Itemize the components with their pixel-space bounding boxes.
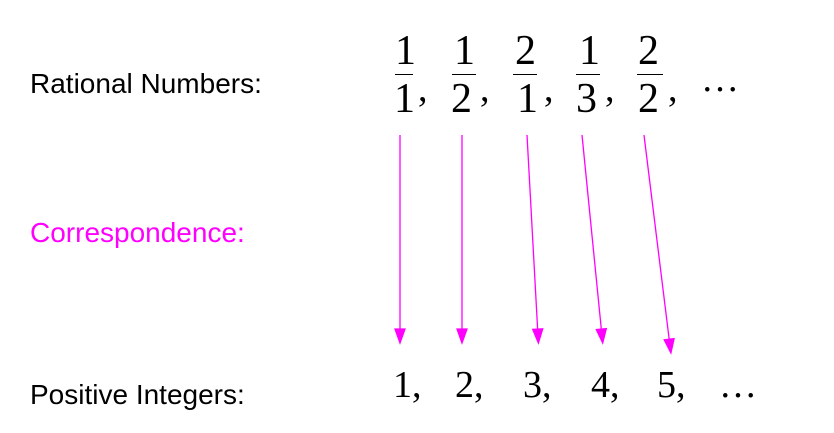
fraction-comma: , [418, 68, 428, 110]
fraction-numerator: 2 [638, 28, 659, 74]
integer-value: 4, [591, 364, 620, 406]
fraction-comma: , [668, 68, 678, 110]
integer-value: 2, [455, 364, 484, 406]
fraction-ellipsis: … [701, 58, 739, 100]
fraction-comma: , [544, 68, 554, 110]
correspondence-label: Correspondence: [30, 217, 245, 248]
fraction-comma: , [480, 68, 490, 110]
arrow [581, 134, 608, 345]
fraction-denominator: 1 [394, 76, 415, 122]
arrow [643, 134, 675, 355]
fraction-bar [452, 74, 476, 75]
fraction-bar [513, 74, 537, 75]
fraction-numerator: 2 [515, 28, 536, 74]
integer-ellipsis: … [719, 364, 757, 406]
rational-numbers-label: Rational Numbers: [30, 68, 262, 99]
fraction-denominator: 3 [576, 76, 597, 122]
fraction-bar [395, 74, 413, 75]
fraction-denominator: 2 [638, 76, 659, 122]
fraction-numerator: 1 [395, 28, 416, 74]
fraction-denominator: 2 [451, 76, 472, 122]
fraction-numerator: 1 [454, 28, 475, 74]
arrow [456, 135, 468, 345]
positive-integers-label: Positive Integers: [30, 379, 245, 410]
fraction-comma: , [605, 68, 615, 110]
integer-value: 3, [523, 364, 552, 406]
arrow [394, 135, 406, 345]
integer-value: 1, [393, 364, 422, 406]
fraction-bar [576, 74, 600, 75]
fraction-denominator: 1 [517, 76, 538, 122]
integer-value: 5, [657, 364, 686, 406]
arrow [526, 134, 544, 345]
fraction-numerator: 1 [579, 28, 600, 74]
fraction-bar [637, 74, 663, 75]
